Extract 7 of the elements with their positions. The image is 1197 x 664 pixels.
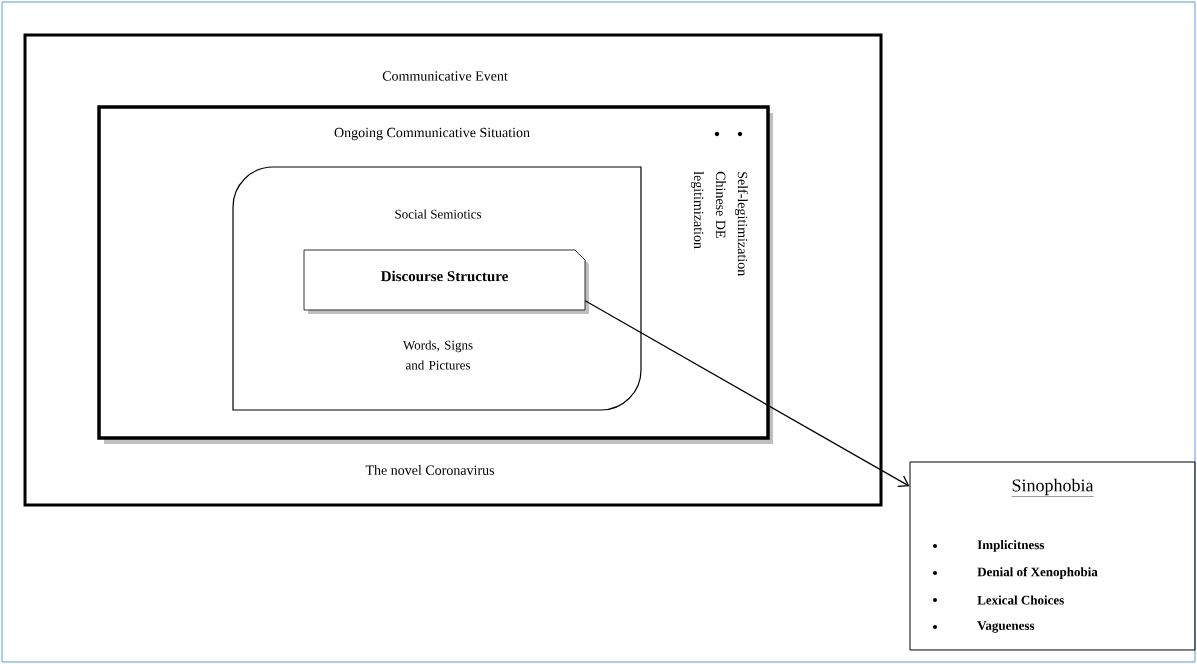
list-item: Lexical Choices [977,595,1064,605]
list-item: Vagueness [977,621,1035,633]
box-caption: The novel Coronavirus [365,465,495,475]
list-item: Implicitness [977,540,1045,552]
list-item: Denial of Xenophobia [977,567,1098,579]
box-title: Communicative Event [382,71,508,81]
box-title: Sinophobia [1011,478,1094,497]
